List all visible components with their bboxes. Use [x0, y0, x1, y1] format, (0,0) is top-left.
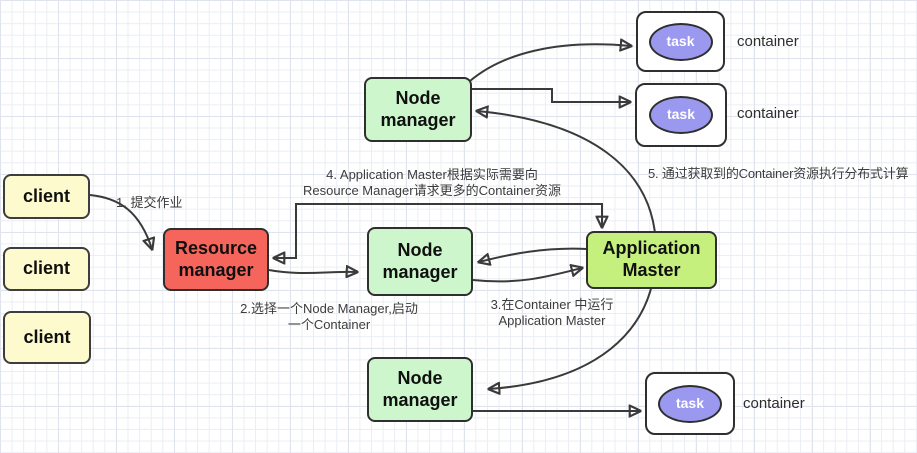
arrow-client-to-resource-manager [89, 194, 152, 249]
node-manager-middle: Node manager [367, 227, 473, 296]
container-box-1: task [636, 11, 725, 72]
node-manager-bottom: Node manager [367, 357, 473, 422]
client-label: client [22, 258, 70, 279]
node-manager-label: Node manager [380, 87, 456, 130]
arrow-node-manager-to-container-1 [469, 44, 631, 82]
task-ellipse: task [658, 384, 722, 423]
arrow-node-manager-to-application-master [472, 268, 582, 283]
annotation-step-3: 3.在Container 中运行 Application Master [490, 297, 614, 328]
arrow-application-master-resource-manager-request [274, 203, 602, 258]
client-node-1: client [3, 174, 90, 219]
node-manager-label: Node manager [382, 239, 458, 282]
client-label: client [23, 326, 71, 347]
client-node-2: client [3, 247, 90, 291]
application-master-node: Application Master [586, 231, 717, 289]
client-node-3: client [3, 311, 91, 364]
task-ellipse: task [648, 22, 713, 61]
task-ellipse: task [649, 96, 713, 134]
resource-manager-label: Resource manager [174, 237, 258, 280]
container-label-2: container [737, 105, 799, 122]
container-box-2: task [635, 83, 727, 147]
arrow-resource-manager-to-node-manager [268, 270, 357, 273]
arrow-node-manager-to-container-2 [472, 88, 630, 102]
node-manager-top: Node manager [364, 77, 472, 142]
container-label-3: container [743, 395, 805, 412]
resource-manager-node: Resource manager [163, 228, 269, 291]
client-label: client [22, 185, 70, 206]
annotation-step-5: 5. 通过获取到的Container资源执行分布式计算 [648, 166, 909, 181]
annotation-step-4: 4. Application Master根据实际需要向 Resource Ma… [303, 167, 561, 198]
container-box-3: task [645, 372, 735, 435]
annotation-step-2: 2.选择一个Node Manager,启动 一个Container [240, 301, 418, 332]
arrow-application-master-to-node-manager [479, 247, 588, 262]
node-manager-label: Node manager [382, 367, 458, 410]
application-master-label: Application Master [602, 238, 701, 280]
annotation-step-1: 1. 提交作业 [116, 195, 183, 210]
container-label-1: container [737, 33, 799, 50]
